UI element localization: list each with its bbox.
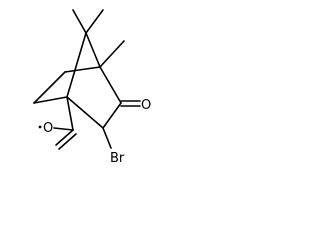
bond-carboxyl-double-a	[55, 129, 74, 146]
bond-bridge-upper-bridgehead	[85, 32, 101, 68]
bond-carbonyl-carbon-chbr	[102, 102, 122, 129]
radical-dot	[38, 125, 42, 129]
bond-ch2-lower-bridgehead	[33, 96, 68, 104]
bond-carboxyl-double-b	[58, 133, 77, 150]
carboxyl-oxygen-label: O	[43, 121, 53, 136]
bond-bridgehead-methyl	[99, 40, 125, 68]
bond-ch2-ch2	[33, 71, 66, 104]
bond-bridge-methyl-right	[85, 9, 104, 34]
carbonyl-oxygen-label: O	[141, 98, 151, 113]
molecule-structure: O O Br	[33, 9, 151, 166]
bond-chbr-lower-bridgehead	[66, 96, 104, 129]
bond-upper-bridgehead-carbonyl-carbon	[99, 66, 122, 104]
bond-bridgehead-carboxyl-carbon	[66, 96, 74, 131]
bond-bridge-methyl-left	[72, 9, 87, 34]
bond-carbon-bromine	[102, 127, 112, 149]
bond-carboxyl-single-oxygen	[53, 127, 74, 131]
bromine-label: Br	[110, 151, 125, 166]
bond-bridge-lower-bridgehead	[66, 32, 87, 98]
bond-upper-bridgehead-ch2	[64, 66, 101, 73]
